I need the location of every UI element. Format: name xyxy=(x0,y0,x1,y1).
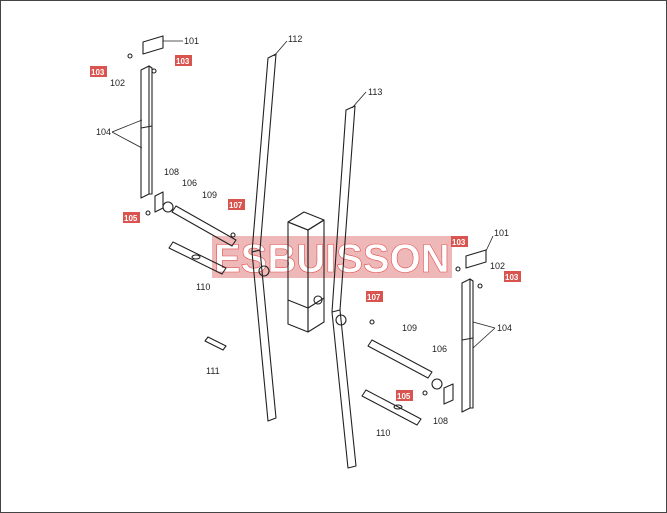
label-105-highlight[interactable]: 105 xyxy=(124,214,138,223)
label-103-highlight[interactable]: 103 xyxy=(91,68,105,77)
pin-111[interactable] xyxy=(204,336,227,351)
label-109: 109 xyxy=(202,190,217,200)
flag-101-left[interactable] xyxy=(142,35,164,55)
label-111: 111 xyxy=(206,366,220,376)
label-107-highlight[interactable]: 107 xyxy=(367,293,381,302)
label-104: 104 xyxy=(96,127,111,137)
label-107-highlight[interactable]: 107 xyxy=(229,201,243,210)
bracket-108-right[interactable] xyxy=(443,383,454,405)
bracket-108-left[interactable] xyxy=(154,191,164,213)
label-102: 102 xyxy=(490,261,505,271)
flag-101-right[interactable] xyxy=(465,249,487,269)
label-108: 108 xyxy=(164,167,179,177)
label-102: 102 xyxy=(110,78,125,88)
label-106: 106 xyxy=(432,344,447,354)
label-105-highlight[interactable]: 105 xyxy=(397,392,411,401)
central-housing[interactable] xyxy=(287,211,325,333)
label-101: 101 xyxy=(184,36,199,46)
bushing-106-right[interactable] xyxy=(431,378,443,390)
label-109: 109 xyxy=(402,323,417,333)
label-101: 101 xyxy=(494,228,509,238)
label-108: 108 xyxy=(433,416,448,426)
rod-110-right[interactable] xyxy=(361,389,422,426)
label-103-highlight[interactable]: 103 xyxy=(176,57,190,66)
label-113: 113 xyxy=(368,87,382,97)
label-104: 104 xyxy=(497,323,512,333)
label-112: 112 xyxy=(288,34,302,44)
label-103-highlight[interactable]: 103 xyxy=(452,238,466,247)
rod-110-left[interactable] xyxy=(168,241,227,275)
upright-104-right[interactable] xyxy=(461,278,474,413)
shaft-109-left[interactable] xyxy=(171,205,237,247)
label-103-highlight[interactable]: 103 xyxy=(505,273,519,282)
label-110: 110 xyxy=(376,428,390,438)
label-106: 106 xyxy=(182,178,197,188)
shaft-109-right[interactable] xyxy=(367,339,433,379)
panel-113[interactable] xyxy=(331,105,357,469)
watermark-text: ESBUISSON xyxy=(214,237,450,281)
upright-104-left[interactable] xyxy=(140,65,153,199)
bushing-106-left[interactable] xyxy=(162,201,174,213)
label-110: 110 xyxy=(196,282,210,292)
